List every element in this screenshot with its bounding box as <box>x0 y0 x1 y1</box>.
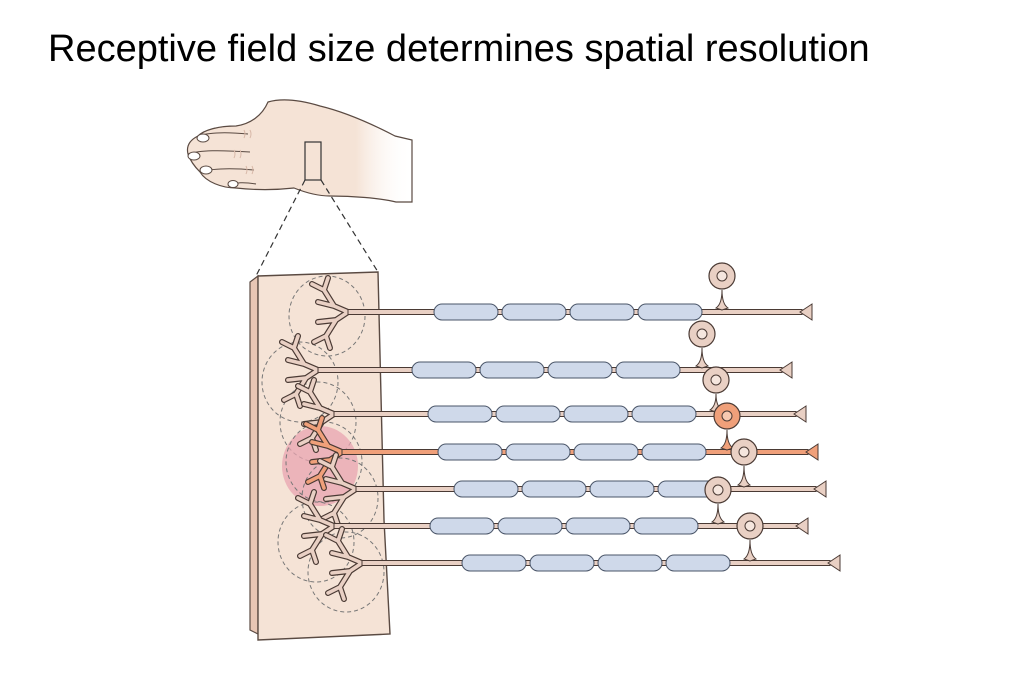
cell-nucleus <box>721 410 733 422</box>
myelin-segment <box>437 443 503 461</box>
myelin-segment <box>589 480 655 498</box>
myelin-segment <box>633 517 699 535</box>
sensory-neuron-highlighted <box>303 402 819 491</box>
soma-stalk <box>710 503 726 525</box>
sensory-neuron <box>295 476 809 565</box>
soma-stalk <box>694 347 710 369</box>
soma-stalk <box>742 539 758 562</box>
myelin-segment <box>547 361 613 379</box>
myelin-segment <box>429 517 495 535</box>
myelin-segment <box>411 361 477 379</box>
axon-terminal <box>795 517 809 535</box>
axon-terminal <box>813 480 827 498</box>
myelin-segment <box>641 443 707 461</box>
axon-terminal <box>793 405 807 423</box>
soma-stalk <box>736 465 752 488</box>
cell-nucleus <box>712 484 724 496</box>
axon-terminal <box>827 554 841 572</box>
axon-terminal <box>799 303 813 321</box>
myelin-segment <box>665 554 731 572</box>
receptive-field <box>279 381 357 463</box>
receptive-field <box>261 341 339 423</box>
dendrite <box>324 527 364 601</box>
skin-sample-box <box>304 141 322 181</box>
receptive-field <box>307 531 385 613</box>
myelin-segment <box>497 517 563 535</box>
myelin-segment <box>637 303 703 321</box>
cell-nucleus <box>738 446 750 458</box>
cell-nucleus <box>710 374 722 386</box>
myelin-segment <box>479 361 545 379</box>
receptive-field <box>277 501 355 583</box>
myelin-segment <box>521 480 587 498</box>
myelin-segment <box>569 303 635 321</box>
axon-terminal <box>779 361 793 379</box>
myelin-segment <box>597 554 663 572</box>
dendrite <box>280 334 320 408</box>
myelin-segment <box>505 443 571 461</box>
cell-nucleus <box>696 328 708 340</box>
myelin-segment <box>461 554 527 572</box>
sensory-neuron <box>309 262 813 351</box>
cell-nucleus <box>744 520 756 532</box>
dendrite <box>296 490 336 564</box>
sensory-neuron <box>295 366 807 453</box>
myelin-segment <box>433 303 499 321</box>
axon <box>361 560 831 566</box>
zoom-lines <box>255 179 379 277</box>
knuckle-marks <box>233 129 254 175</box>
myelin-segment <box>453 480 519 498</box>
sensory-neurons <box>279 262 841 602</box>
dendrite <box>318 453 358 527</box>
sensory-neuron <box>279 320 793 409</box>
myelin-segment <box>427 405 493 423</box>
myelin-segment <box>565 517 631 535</box>
myelin-segment <box>501 303 567 321</box>
myelin-segment <box>495 405 561 423</box>
soma-stalk <box>714 289 730 311</box>
cell-nucleus <box>716 270 728 282</box>
myelin-segment <box>573 443 639 461</box>
hand-illustration <box>186 99 413 203</box>
myelin-segment <box>529 554 595 572</box>
myelin-segment <box>563 405 629 423</box>
dendrite <box>310 276 350 350</box>
sensory-neuron <box>323 512 841 602</box>
axon-terminal <box>805 443 819 461</box>
slide-title: Receptive field size determines spatial … <box>48 28 870 70</box>
myelin-segment <box>615 361 681 379</box>
myelin-segment <box>631 405 697 423</box>
soma-stalk <box>719 429 735 451</box>
